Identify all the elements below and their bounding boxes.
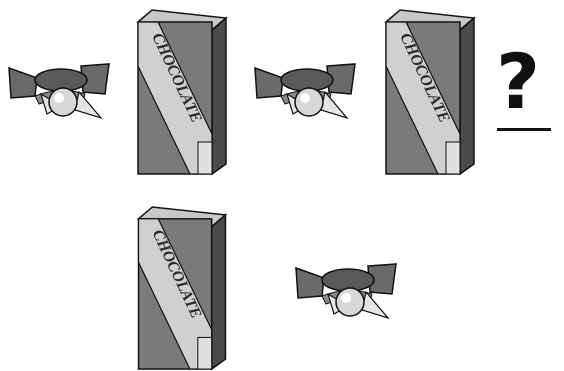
option-chocolate-box-icon[interactable]: CHOCOLATE — [134, 205, 228, 371]
chocolate-box-icon: CHOCOLATE — [382, 8, 476, 176]
answer-blank — [497, 128, 551, 131]
question-mark: ? — [496, 44, 540, 120]
candy-icon — [251, 58, 363, 124]
chocolate-box-icon: CHOCOLATE — [134, 8, 228, 176]
candy-icon — [5, 58, 117, 124]
option-candy-icon[interactable] — [292, 258, 404, 324]
